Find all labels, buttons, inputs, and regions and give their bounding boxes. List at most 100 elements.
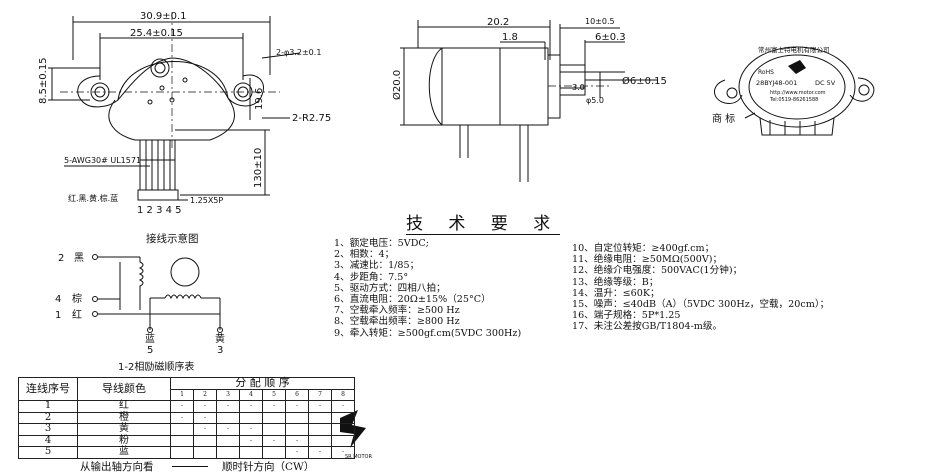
- product-model: 28BYJ48-001: [756, 79, 797, 87]
- step-cell: -: [308, 446, 332, 459]
- row-color: 红: [77, 400, 171, 413]
- req-item: 14、温升：≤60K；: [572, 287, 660, 299]
- step-cell: -: [262, 434, 286, 447]
- product-rohs: RoHS: [758, 69, 774, 76]
- step-cell: [239, 411, 263, 424]
- requirements-title: 技 术 要 求: [406, 214, 561, 235]
- step-cell: -: [239, 400, 263, 413]
- wiring-pin4-color: 棕: [72, 292, 82, 305]
- step-cell: [170, 423, 194, 436]
- row-color: 橙: [77, 411, 171, 424]
- table-header-row: 连线序号 导线颜色 分 配 顺 序: [18, 377, 355, 401]
- dim-small-dia: φ5.0: [586, 96, 604, 105]
- dim-height-offset: 8.5±0.15: [38, 57, 49, 104]
- step-header: 4: [239, 388, 263, 401]
- wiring-yellow-label: 黄: [215, 332, 225, 345]
- step-cell: [170, 434, 194, 447]
- dim-shaft-len-top: 10±0.5: [585, 17, 615, 26]
- col-order-header: 分 配 顺 序: [170, 377, 355, 390]
- step-cell: [216, 434, 240, 447]
- step-cell: [285, 411, 309, 424]
- row-no: 4: [18, 434, 78, 447]
- dim-width-holes: 25.4±0.15: [130, 28, 183, 39]
- step-cell: -: [193, 400, 217, 413]
- step-header: 5: [262, 388, 286, 401]
- side-view: [400, 20, 658, 182]
- front-view: [48, 12, 301, 201]
- sequence-title: 1-2相励磁顺序表: [118, 360, 194, 373]
- step-cell: [331, 434, 355, 447]
- footer-right: 顺时针方向（CW）: [222, 461, 315, 473]
- step-cell: [193, 446, 217, 459]
- step-cell: [262, 446, 286, 459]
- step-cell: -: [331, 411, 355, 424]
- req-item: 10、自定位转矩：≥400gf.cm；: [572, 243, 715, 254]
- req-item: 9、牵入转矩：≥500gf.cm(5VDC 300Hz): [334, 327, 522, 339]
- wiring-diagram: [92, 254, 223, 333]
- step-cell: -: [170, 411, 194, 424]
- dim-width-outer: 30.9±0.1: [140, 11, 187, 22]
- step-cell: [308, 423, 332, 436]
- trademark-label: 商 标: [712, 112, 735, 125]
- step-cell: -: [285, 446, 309, 459]
- dim-shaft-len: 6±0.3: [595, 32, 626, 43]
- step-cell: -: [193, 411, 217, 424]
- step-cell: [216, 411, 240, 424]
- step-header: 2: [193, 388, 217, 401]
- dim-lead-length: 130±10: [253, 148, 264, 188]
- wiring-yellow-pin: 3: [217, 345, 223, 356]
- footer-left: 从输出轴方向看: [80, 461, 154, 473]
- step-cell: [239, 446, 263, 459]
- wiring-pin1: 1: [55, 310, 61, 321]
- requirements-left: 1、额定电压：5VDC; 2、相数：4； 3、减速比：1/85； 4、步距角：7…: [334, 238, 521, 339]
- dim-hole-spec: 2-φ3.2±0.1: [276, 48, 321, 57]
- product-logo-icon: [788, 60, 806, 74]
- step-cell: [193, 434, 217, 447]
- req-item: 17、未注公差按GB/T1804-m级。: [572, 321, 723, 333]
- wiring-blue-pin: 5: [147, 345, 153, 356]
- logo-text: SR MOTOR: [345, 454, 372, 460]
- product-brand-ring: 常州富士特电机有限公司: [758, 45, 830, 54]
- requirements-right: 10、自定位转矩：≥400gf.cm； 11、绝缘电阻：≥50MΩ(500V)；…: [572, 243, 829, 333]
- wiring-title: 接线示意图: [146, 232, 199, 245]
- arrow-line: [172, 466, 208, 467]
- row-color: 蓝: [77, 446, 171, 459]
- req-item: 12、绝缘介电强度：500VAC(1分钟)；: [572, 265, 743, 277]
- product-view: [714, 46, 875, 136]
- req-item: 5、驱动方式：四相八拍；: [334, 282, 446, 294]
- step-header: 7: [308, 388, 332, 401]
- wiring-pin4: 4: [55, 294, 61, 305]
- step-cell: [216, 446, 240, 459]
- dim-radius: 2-R2.75: [292, 113, 331, 124]
- row-no: 1: [18, 400, 78, 413]
- step-cell: -: [308, 400, 332, 413]
- req-item: 1、额定电压：5VDC;: [334, 238, 429, 249]
- req-item: 3、减速比：1/85；: [334, 260, 420, 272]
- row-no: 3: [18, 423, 78, 436]
- step-header: 6: [285, 388, 309, 401]
- step-cell: [262, 423, 286, 436]
- row-color: 黄: [77, 423, 171, 436]
- req-item: 11、绝缘电阻：≥50MΩ(500V)；: [572, 254, 723, 266]
- step-cell: -: [193, 423, 217, 436]
- req-item: 4、步距角：7.5°: [334, 271, 409, 283]
- step-cell: -: [170, 400, 194, 413]
- product-url: http://www.motor.com: [770, 90, 826, 96]
- dim-shaft-offset: 1.8: [502, 32, 518, 43]
- step-cell: -: [216, 423, 240, 436]
- step-cell: [170, 446, 194, 459]
- dim-length: 20.2: [487, 17, 509, 28]
- req-item: 6、直流电阻：20Ω±15%（25°C）: [334, 293, 491, 305]
- step-cell: -: [262, 400, 286, 413]
- wiring-pin2-color: 黑: [74, 252, 84, 264]
- wiring-blue-label: 蓝: [145, 333, 155, 345]
- product-tel: Tel:0519-86261588: [769, 97, 818, 103]
- col-color-header: 导线颜色: [77, 377, 171, 401]
